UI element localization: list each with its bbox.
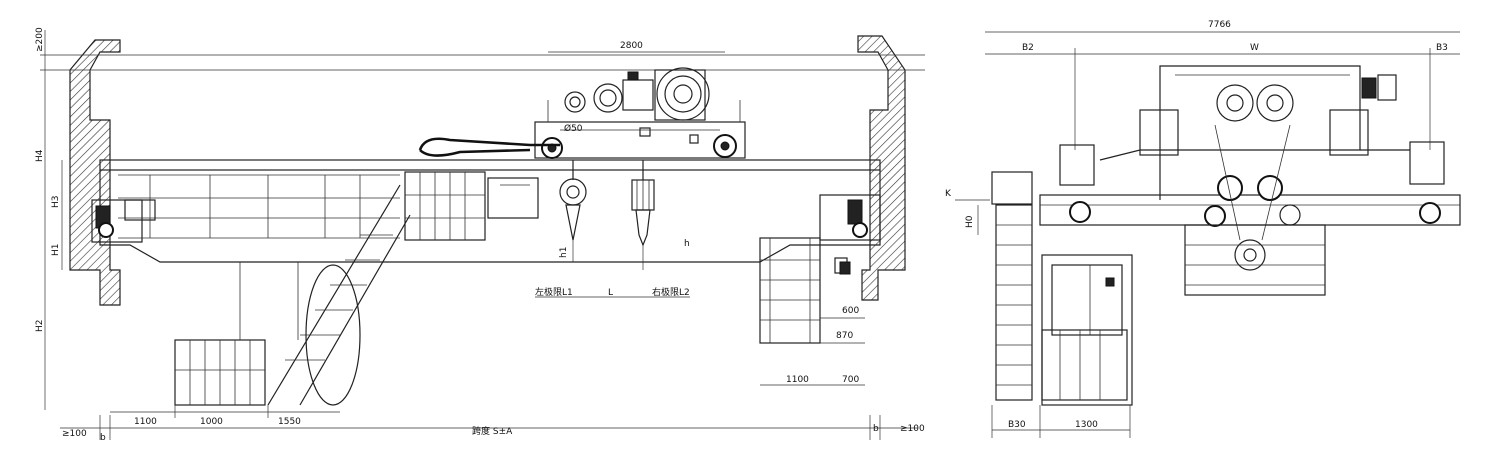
walkway-railing bbox=[118, 175, 400, 238]
hook-limit-l-label: L bbox=[608, 288, 613, 298]
side-end-truck-right bbox=[1409, 141, 1445, 185]
dim-h3-label: H3 bbox=[51, 196, 61, 209]
side-operator-cab bbox=[1041, 254, 1133, 406]
hook-limit-l2-label: 右极限L2 bbox=[652, 286, 690, 298]
dim-h2-label: H2 bbox=[35, 320, 45, 333]
dim-700-label: 700 bbox=[842, 375, 859, 385]
side-view: 7766 B2 W B3 bbox=[945, 20, 1461, 438]
left-end-carriage bbox=[91, 199, 156, 243]
dim-h4-label: H4 bbox=[35, 149, 45, 162]
trolley bbox=[534, 67, 746, 159]
dim-b2-label: B2 bbox=[1022, 43, 1034, 53]
dim-trolley-gauge-label: 2800 bbox=[620, 41, 643, 51]
side-girder bbox=[1039, 194, 1461, 226]
auxiliary-hook bbox=[559, 160, 587, 262]
dim-b30-label: B30 bbox=[1008, 420, 1026, 430]
dim-1100-label: 1100 bbox=[134, 417, 157, 427]
dim-w-label: W bbox=[1250, 43, 1259, 53]
dim-h-label: h bbox=[684, 239, 690, 249]
main-girder bbox=[99, 170, 881, 263]
left-operator-cab bbox=[174, 262, 299, 406]
dim-b-right-label: b bbox=[873, 424, 879, 434]
staircase bbox=[267, 184, 411, 406]
electrical-cabinet bbox=[404, 171, 539, 241]
dim-b3-label: B3 bbox=[1436, 43, 1448, 53]
dim-1550-label: 1550 bbox=[278, 417, 301, 427]
side-bottom-walkway bbox=[1184, 224, 1326, 296]
dim-600-label: 600 bbox=[842, 306, 859, 316]
front-view: 2800 Ø50 ≥200 H4 H3 H1 H2 h h1 左极限L1 L 右… bbox=[35, 27, 925, 443]
right-cab-ladder bbox=[759, 237, 851, 344]
stair-cage bbox=[305, 264, 361, 406]
side-end-truck-left bbox=[1059, 144, 1095, 186]
dim-1300-label: 1300 bbox=[1075, 420, 1098, 430]
dim-b-left-label: b bbox=[100, 433, 106, 443]
left-building-column bbox=[69, 39, 121, 306]
dim-h1-small-label: h1 bbox=[559, 247, 569, 258]
festoon-cable bbox=[418, 137, 560, 157]
dim-1100-right-label: 1100 bbox=[786, 375, 809, 385]
dim-870-label: 870 bbox=[836, 331, 853, 341]
dim-right-clearance-label: ≥100 bbox=[900, 424, 925, 434]
wheel-diameter-label: Ø50 bbox=[564, 123, 583, 134]
dim-left-clearance-label: ≥100 bbox=[62, 429, 87, 439]
dim-h1-label: H1 bbox=[51, 244, 61, 257]
dim-clearance-top-label: ≥200 bbox=[35, 27, 45, 52]
dim-1000-label: 1000 bbox=[200, 417, 223, 427]
right-end-carriage bbox=[819, 194, 881, 274]
main-hook bbox=[631, 160, 655, 270]
side-ladder bbox=[991, 171, 1033, 401]
right-building-column bbox=[857, 35, 906, 301]
dim-k-label: K bbox=[945, 189, 952, 199]
hook-limit-l1-label: 左极限L1 bbox=[535, 286, 573, 298]
side-hook-block bbox=[1234, 239, 1266, 271]
dim-h0-label: H0 bbox=[965, 215, 975, 228]
hoist-motor bbox=[593, 83, 623, 113]
dim-span-label: 跨度 S±A bbox=[472, 425, 513, 437]
girder-top-flange bbox=[99, 159, 881, 171]
dim-overall-label: 7766 bbox=[1208, 20, 1231, 30]
